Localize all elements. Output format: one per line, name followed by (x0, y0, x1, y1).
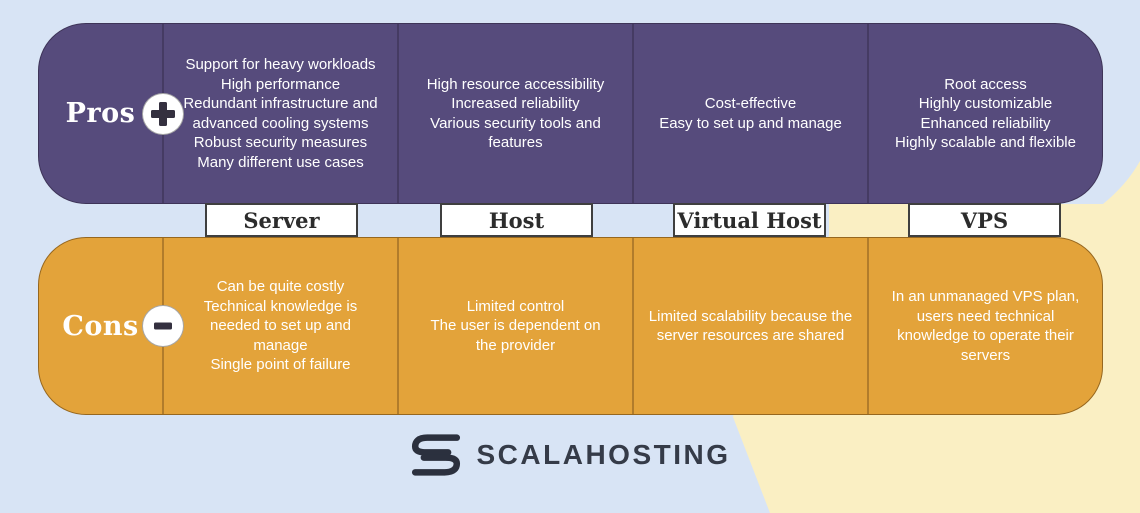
cons-panel: Cons Can be quite costly Technical knowl… (38, 237, 1103, 415)
column-label-host: Host (440, 203, 593, 237)
cons-text-vps: In an unmanaged VPS plan, users need tec… (891, 288, 1080, 364)
plus-icon-bar (159, 101, 167, 126)
pros-label: Pros (65, 98, 136, 129)
scalahosting-s-icon (411, 434, 460, 476)
column-label-vps: VPS (908, 203, 1061, 237)
pros-text-virtual-host: Cost-effective Easy to set up and manage (659, 95, 842, 132)
brand-footer: SCALAHOSTING (0, 429, 1140, 481)
cons-cell-vps: In an unmanaged VPS plan, users need tec… (869, 238, 1102, 414)
brand-name: SCALAHOSTING (476, 439, 731, 470)
pros-cell-vps: Root access Highly customizable Enhanced… (869, 24, 1102, 203)
minus-icon-bar (154, 322, 172, 330)
minus-icon (142, 305, 184, 347)
cons-text-server: Can be quite costly Technical knowledge … (203, 278, 358, 374)
pros-cell-host: High resource accessibility Increased re… (399, 24, 634, 203)
cons-text-virtual-host: Limited scalability because the server r… (648, 307, 853, 345)
column-label-server: Server (205, 203, 358, 237)
column-label-virtual-host: Virtual Host (673, 203, 826, 237)
cons-cell-host: Limited control The user is dependent on… (399, 238, 634, 414)
pros-text-host: High resource accessibility Increased re… (426, 75, 605, 152)
pros-panel: Pros Support for heavy workloads High pe… (38, 23, 1103, 204)
cons-header-cell: Cons (39, 238, 184, 414)
pros-cell-virtual-host: Cost-effective Easy to set up and manage (634, 24, 869, 203)
pros-cell-server: Support for heavy workloads High perform… (164, 24, 399, 203)
pros-text-server: Support for heavy workloads High perform… (183, 56, 378, 171)
pros-text-vps: Root access Highly customizable Enhanced… (895, 75, 1076, 152)
cons-text-host: Limited control The user is dependent on… (430, 297, 601, 354)
cons-label: Cons (62, 310, 139, 342)
plus-icon (142, 92, 184, 135)
pros-header-cell: Pros (39, 24, 184, 203)
cons-cell-server: Can be quite costly Technical knowledge … (164, 238, 399, 414)
cons-cell-virtual-host: Limited scalability because the server r… (634, 238, 869, 414)
